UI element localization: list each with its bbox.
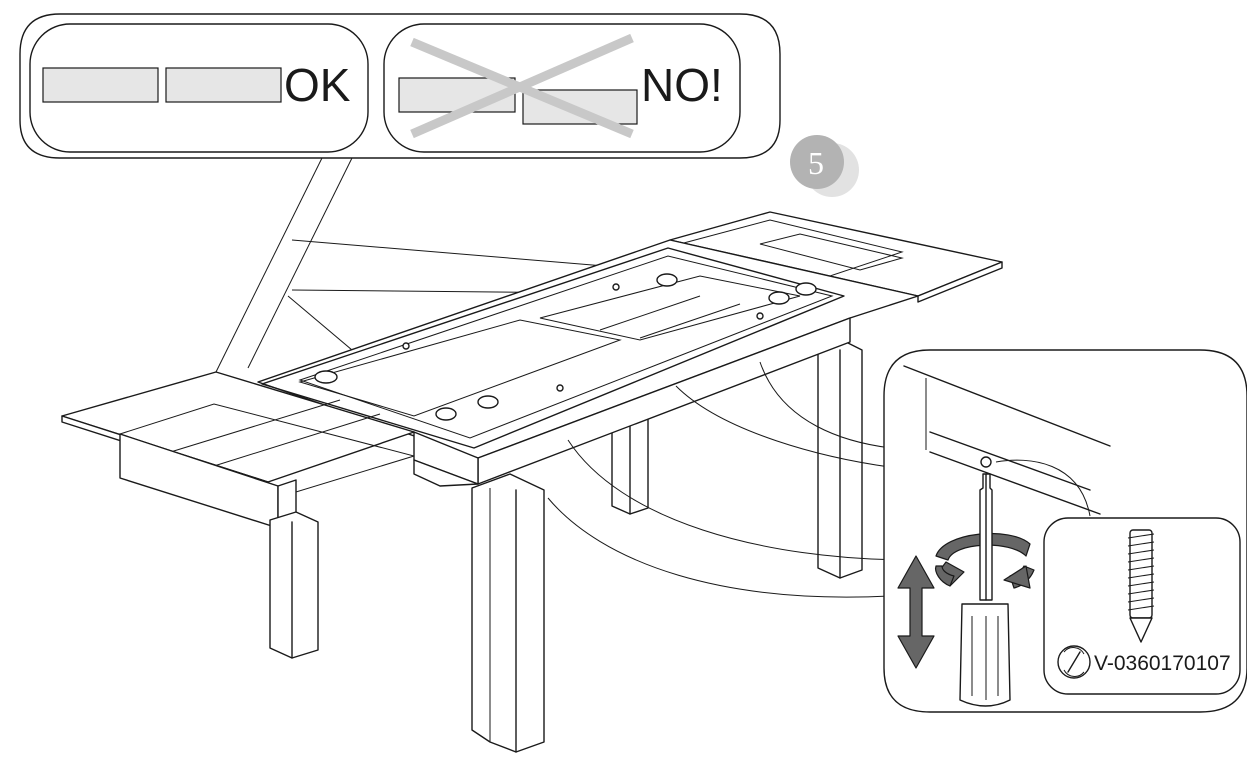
ok-label: OK (284, 59, 351, 111)
peg (795, 282, 817, 296)
table-leg-front-right (471, 473, 545, 753)
step-badge: 5 (790, 135, 859, 197)
peg (477, 395, 499, 409)
extension-leaf-right (669, 211, 1003, 303)
screw-hole (556, 384, 564, 392)
screw-hole (612, 283, 620, 291)
peg (768, 291, 790, 305)
no-label: NO! (641, 59, 723, 111)
screw-hole (402, 342, 410, 350)
peg (314, 370, 338, 384)
screw-part-panel: V-0360170107 (1043, 517, 1241, 695)
screwdriver-icon (959, 473, 1011, 707)
peg (656, 273, 678, 287)
center-joint (413, 431, 479, 487)
ok-panel: OK (29, 23, 369, 153)
ok-board-right (165, 67, 282, 103)
screw-hole (756, 312, 764, 320)
screw-detail-callout: V-0360170107 (547, 349, 1247, 713)
screw-icon (1127, 529, 1155, 643)
step-number: 5 (808, 145, 824, 181)
peg (435, 407, 457, 421)
zoomed-rail (903, 365, 1111, 517)
tool-rotate-icon (1057, 645, 1091, 679)
table-leg-back-right (817, 339, 863, 579)
alignment-callout: OK NO! (19, 13, 919, 459)
table-leg-front-left (269, 511, 319, 659)
extending-table (61, 211, 1003, 753)
up-down-arrow-icon (897, 555, 935, 669)
ok-board-left (42, 67, 159, 103)
no-board-left (398, 77, 516, 113)
part-code: V-0360170107 (1094, 652, 1231, 675)
no-panel: NO! (383, 23, 741, 153)
table-pegs (314, 273, 817, 421)
rotate-arrows-icon (935, 532, 1035, 589)
cross-mark-icon (410, 33, 634, 139)
adjuster-hole (980, 456, 992, 468)
